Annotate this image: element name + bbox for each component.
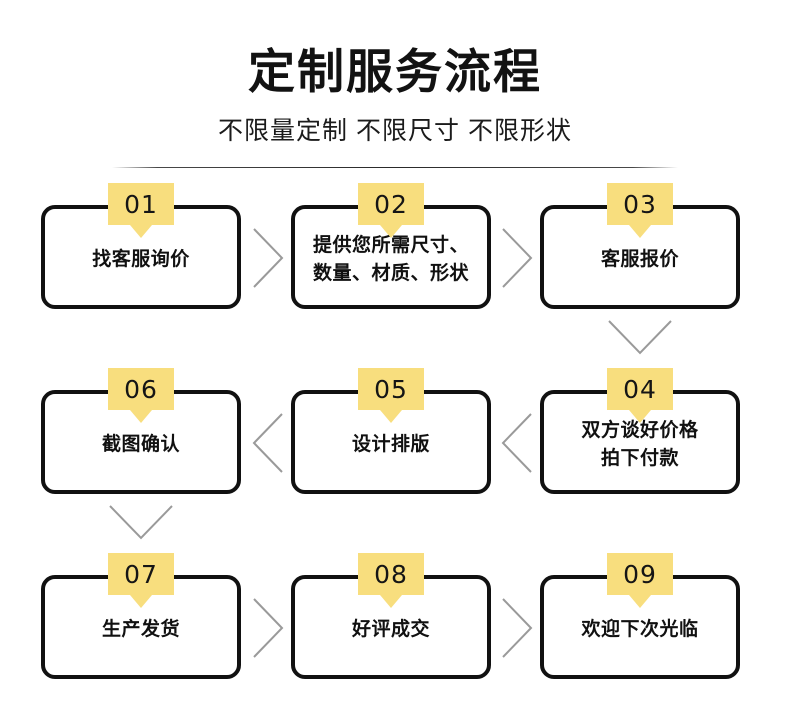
step-number-badge-06: 06 — [108, 368, 174, 410]
connector-03-to-04-icon — [605, 316, 675, 360]
step-number-badge-02: 02 — [358, 183, 424, 225]
flow-step-label-01: 找客服询价 — [45, 209, 237, 305]
flow-step-line1-07: 生产发货 — [101, 619, 180, 641]
flow-step-line2-02: 数量、材质、形状 — [312, 263, 469, 284]
header-divider — [112, 167, 678, 168]
flow-step-line1-09: 欢迎下次光临 — [581, 619, 699, 641]
flow-step-line1-08: 好评成交 — [351, 619, 430, 641]
flow-step-03[interactable]: 03 客服报价 — [540, 183, 740, 309]
connector-04-to-05-icon — [497, 410, 537, 476]
connector-02-to-03-icon — [497, 225, 537, 291]
flow-step-label-02: 提供您所需尺寸、 数量、材质、形状 — [295, 209, 487, 305]
connector-08-to-09-icon — [497, 595, 537, 661]
page-subtitle: 不限量定制 不限尺寸 不限形状 — [218, 116, 572, 145]
flow-step-label-05: 设计排版 — [295, 394, 487, 490]
step-number-badge-04: 04 — [607, 368, 673, 410]
flow-step-02[interactable]: 02 提供您所需尺寸、 数量、材质、形状 — [291, 183, 491, 309]
flow-step-label-06: 截图确认 — [45, 394, 237, 490]
flow-step-label-04: 双方谈好价格 拍下付款 — [544, 394, 736, 490]
flow-step-line1-04: 双方谈好价格 — [581, 420, 699, 442]
flow-step-label-08: 好评成交 — [295, 579, 487, 675]
page-title: 定制服务流程 — [248, 45, 542, 98]
flow-step-line1-06: 截图确认 — [101, 434, 180, 456]
connector-06-to-07-icon — [106, 501, 176, 545]
connector-01-to-02-icon — [248, 225, 288, 291]
flow-step-label-09: 欢迎下次光临 — [544, 579, 736, 675]
flow-step-01[interactable]: 01 找客服询价 — [41, 183, 241, 309]
step-number-badge-03: 03 — [607, 183, 673, 225]
flow-step-label-07: 生产发货 — [45, 579, 237, 675]
flow-step-line2-04: 拍下付款 — [600, 448, 679, 469]
step-number-badge-09: 09 — [607, 553, 673, 595]
connector-07-to-08-icon — [248, 595, 288, 661]
flow-step-07[interactable]: 07 生产发货 — [41, 553, 241, 679]
flow-step-line1-03: 客服报价 — [600, 249, 679, 271]
step-number-badge-01: 01 — [108, 183, 174, 225]
step-number-badge-05: 05 — [358, 368, 424, 410]
connector-05-to-06-icon — [248, 410, 288, 476]
flow-step-line1-05: 设计排版 — [351, 434, 430, 456]
flow-step-line1-01: 找客服询价 — [92, 249, 190, 271]
flow-step-06[interactable]: 06 截图确认 — [41, 368, 241, 494]
flow-step-line1-02: 提供您所需尺寸、 — [312, 235, 469, 257]
flow-step-08[interactable]: 08 好评成交 — [291, 553, 491, 679]
flow-step-04[interactable]: 04 双方谈好价格 拍下付款 — [540, 368, 740, 494]
flow-step-label-03: 客服报价 — [544, 209, 736, 305]
step-number-badge-07: 07 — [108, 553, 174, 595]
flow-step-05[interactable]: 05 设计排版 — [291, 368, 491, 494]
header: 定制服务流程 不限量定制 不限尺寸 不限形状 — [0, 0, 790, 147]
flow-step-09[interactable]: 09 欢迎下次光临 — [540, 553, 740, 679]
step-number-badge-08: 08 — [358, 553, 424, 595]
